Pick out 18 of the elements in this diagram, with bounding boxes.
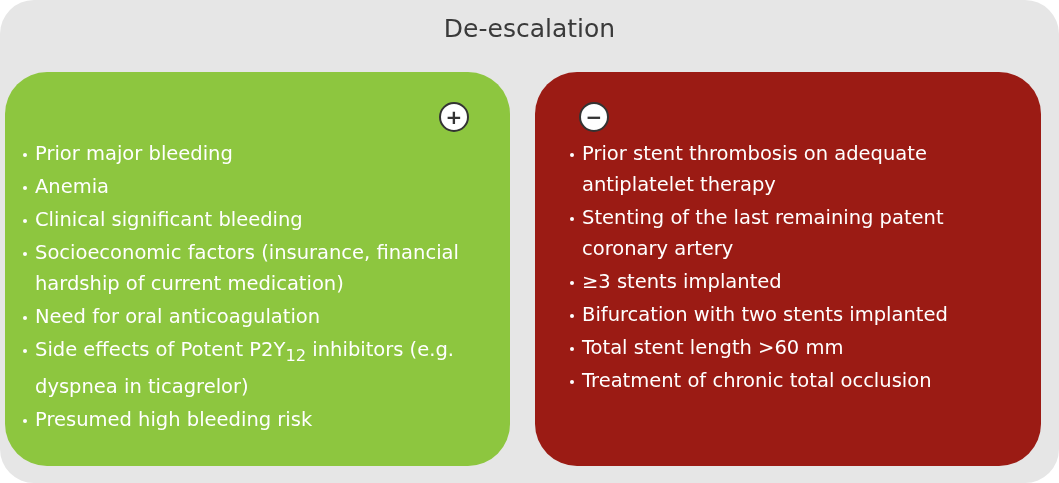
criterion-text: Clinical significant bleeding	[35, 207, 304, 233]
criterion-text: Anemia	[35, 174, 111, 200]
criteria-card	[5, 72, 510, 466]
criterion-text: Stenting of the last remaining patent coronary artery	[582, 205, 945, 262]
criterion-text: Prior major bleeding	[35, 141, 234, 167]
criterion-text: Bifurcation with two stents implanted	[582, 302, 949, 328]
criterion-text: Side effects of Potent P2Y$_{12}$ inhibitors (e.g. dyspnea in ticagrelor)	[35, 337, 455, 400]
sign-badge: +	[439, 102, 469, 132]
group-title: De-escalation	[443, 14, 616, 43]
sign-badge: −	[579, 102, 609, 132]
criterion-text: Need for oral anticoagulation	[35, 304, 322, 330]
criterion-text: ≥3 stents implanted	[582, 269, 783, 295]
criterion-text: Prior stent thrombosis on adequate antiplatelet therapy	[582, 141, 928, 198]
criterion-text: Total stent length >60 mm	[582, 335, 845, 361]
criterion-text: Treatment of chronic total occlusion	[582, 368, 933, 394]
criterion-text: Socioeconomic factors (insurance, financial hardship of current medication)	[35, 240, 460, 297]
criterion-text: Presumed high bleeding risk	[35, 407, 314, 433]
criteria-card	[535, 72, 1041, 466]
